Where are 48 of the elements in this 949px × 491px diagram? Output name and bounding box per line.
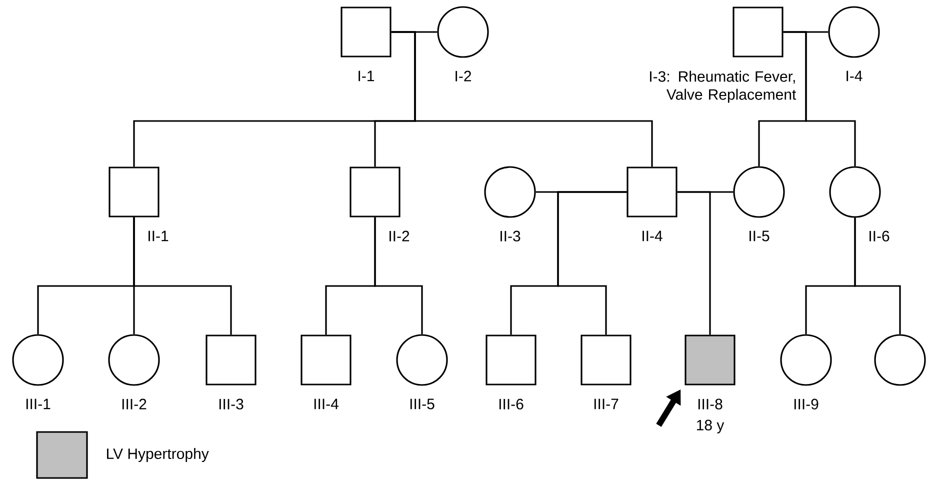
circle-symbol <box>396 334 448 386</box>
legend-label: LV Hypertrophy <box>107 448 209 462</box>
individual-label: I-4 <box>846 70 862 82</box>
square-symbol <box>300 334 352 386</box>
square-symbol <box>486 334 536 386</box>
individual-label: I-3: Rheumatic Fever, Valve Replacement <box>650 70 796 103</box>
individual-label: III-2 <box>122 398 146 410</box>
individual-label: III-3 <box>219 398 244 410</box>
circle-symbol <box>828 6 880 58</box>
circle-symbol <box>12 334 64 386</box>
descent-line <box>783 31 856 166</box>
square-symbol <box>626 166 678 218</box>
circle-symbol <box>437 6 489 58</box>
square-symbol <box>206 334 256 386</box>
descent-line <box>374 217 423 334</box>
descent-line <box>854 218 901 334</box>
circle-symbol <box>780 334 832 386</box>
square-symbol <box>108 166 160 218</box>
individual-label: I-1 <box>358 70 374 82</box>
individual-label: III-9 <box>794 398 818 410</box>
individual-label: III-7 <box>594 398 618 410</box>
individual-label: II-5 <box>750 230 770 242</box>
circle-symbol <box>733 166 785 218</box>
circle-symbol <box>829 166 881 218</box>
individual-label: III-1 <box>26 398 50 410</box>
individual-label: III-4 <box>314 398 338 410</box>
square-symbol <box>350 166 400 218</box>
individual-label: II-6 <box>870 230 890 242</box>
descent-line <box>557 191 627 335</box>
individual-label: II-2 <box>390 230 410 242</box>
individual-label: II-3 <box>500 230 520 242</box>
circle-symbol <box>874 334 926 386</box>
individual-label: I-2 <box>456 70 471 82</box>
individual-label: III-6 <box>499 398 524 410</box>
square-symbol <box>340 6 392 58</box>
circle-symbol <box>484 166 536 218</box>
descent-line <box>391 31 653 167</box>
individual-label: II-4 <box>642 230 662 242</box>
square-symbol <box>732 6 784 58</box>
square-symbol <box>684 334 736 386</box>
individual-label: 18 y <box>696 420 724 434</box>
individual-label: III-5 <box>410 398 434 410</box>
individual-label: III-8 <box>698 398 722 410</box>
descent-line <box>677 191 711 335</box>
descent-line <box>133 217 232 335</box>
circle-symbol <box>108 334 160 386</box>
square-symbol <box>580 334 632 386</box>
individual-label: II-1 <box>148 230 168 242</box>
